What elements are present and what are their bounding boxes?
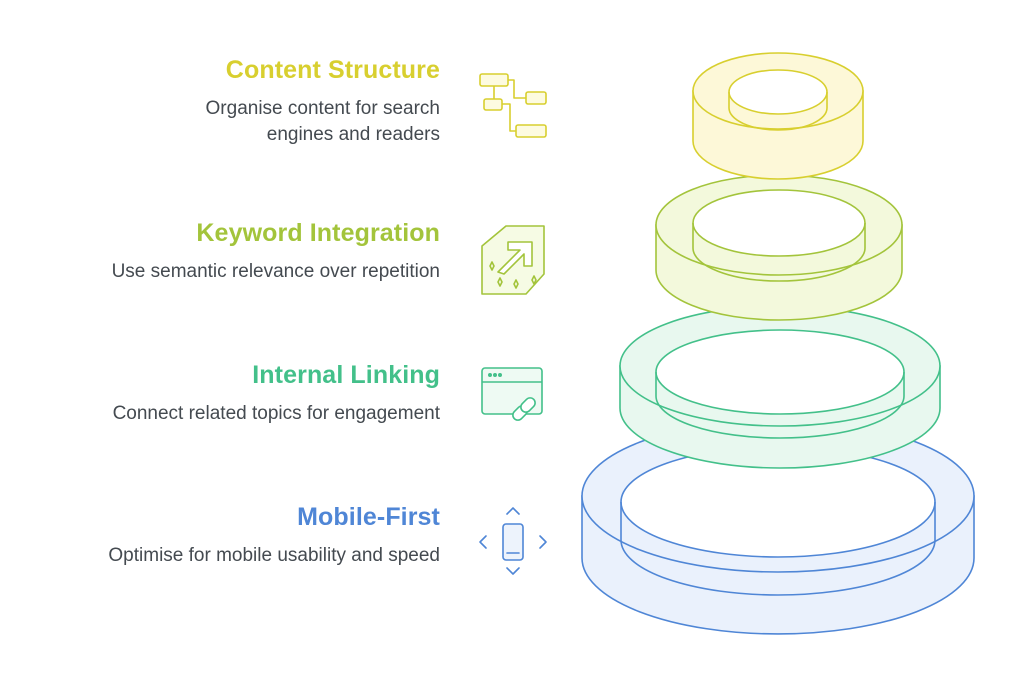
ring-keyword-integration [655,174,903,321]
item-content-structure: Content Structure Organise content for s… [20,55,440,148]
content-structure-description: Organise content for search engines and … [205,98,440,145]
content-structure-title: Content Structure [225,56,440,84]
mobile-arrows-icon [474,504,552,580]
mobile-first-description: Optimise for mobile usability and speed [108,545,440,566]
arrow-sparkle-icon [474,222,552,300]
internal-linking-title: Internal Linking [252,361,440,389]
flowchart-icon [474,68,554,144]
ring-mobile-first [581,419,975,635]
keyword-integration-title: Keyword Integration [196,219,440,247]
ring-content-structure [692,52,864,180]
item-internal-linking: Internal Linking Connect related topics … [20,360,440,427]
browser-link-icon [476,364,552,438]
ring-internal-linking [619,305,941,469]
internal-linking-description: Connect related topics for engagement [112,403,440,424]
mobile-first-title: Mobile-First [297,503,440,531]
item-mobile-first: Mobile-First Optimise for mobile usabili… [20,502,440,569]
item-keyword-integration: Keyword Integration Use semantic relevan… [20,218,440,285]
keyword-integration-description: Use semantic relevance over repetition [111,261,440,282]
